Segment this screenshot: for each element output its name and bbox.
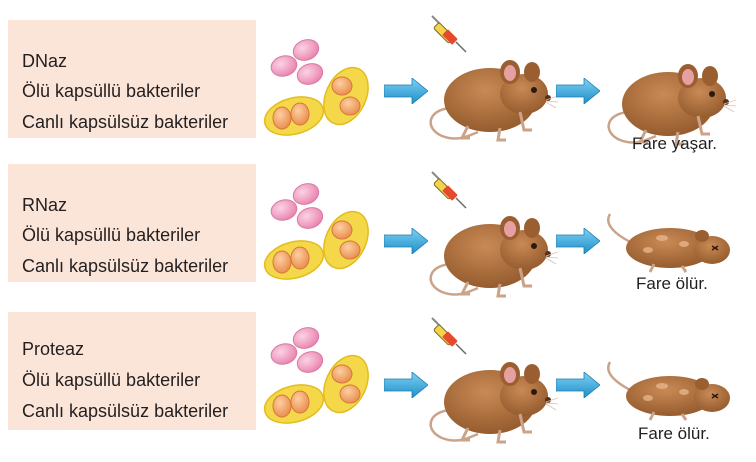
enzyme-label: DNaz [22,51,68,71]
live-unencapsulated-label: Canlı kapsülsüz bakteriler [22,112,229,132]
outcome-label: Fare yaşar. [632,134,718,153]
live-unencapsulated-label: Canlı kapsülsüz bakteriler [22,401,229,421]
enzyme-label: RNaz [22,195,68,215]
experiment-row-dnaz: DNaz Ölü kapsüllü bakteriler Canlı kapsü… [0,0,756,153]
dead-encapsulated-label: Ölü kapsüllü bakteriler [22,225,201,245]
live-unencapsulated-label: Canlı kapsülsüz bakteriler [22,256,229,276]
treatment-label-box: RNaz Ölü kapsüllü bakteriler Canlı kapsü… [8,164,256,282]
arrow-right-icon [384,228,428,254]
outcome-label: Fare ölür. [636,274,708,293]
experiment-row-rnaz: RNaz Ölü kapsüllü bakteriler Canlı kapsü… [0,150,756,300]
experiment-row-proteaz: Proteaz Ölü kapsüllü bakteriler Canlı ka… [0,300,756,450]
dead-mouse-icon [604,352,734,422]
outcome-label: Fare ölür. [638,424,710,443]
treatment-label-box: Proteaz Ölü kapsüllü bakteriler Canlı ka… [8,312,256,430]
arrow-right-icon [384,78,428,104]
mouse-icon [428,340,558,450]
arrow-right-icon [556,78,600,104]
arrow-right-icon [384,372,428,398]
dead-encapsulated-label: Ölü kapsüllü bakteriler [22,81,201,101]
dead-mouse-icon [604,204,734,274]
dead-encapsulated-label: Ölü kapsüllü bakteriler [22,370,201,390]
bacteria-icon [262,322,374,434]
mouse-icon [428,38,558,148]
treatment-label-box: DNaz Ölü kapsüllü bakteriler Canlı kapsü… [8,20,256,138]
arrow-right-icon [556,228,600,254]
bacteria-icon [262,34,374,146]
enzyme-label: Proteaz [22,339,85,359]
mouse-icon [428,194,558,304]
arrow-right-icon [556,372,600,398]
bacteria-icon [262,178,374,290]
